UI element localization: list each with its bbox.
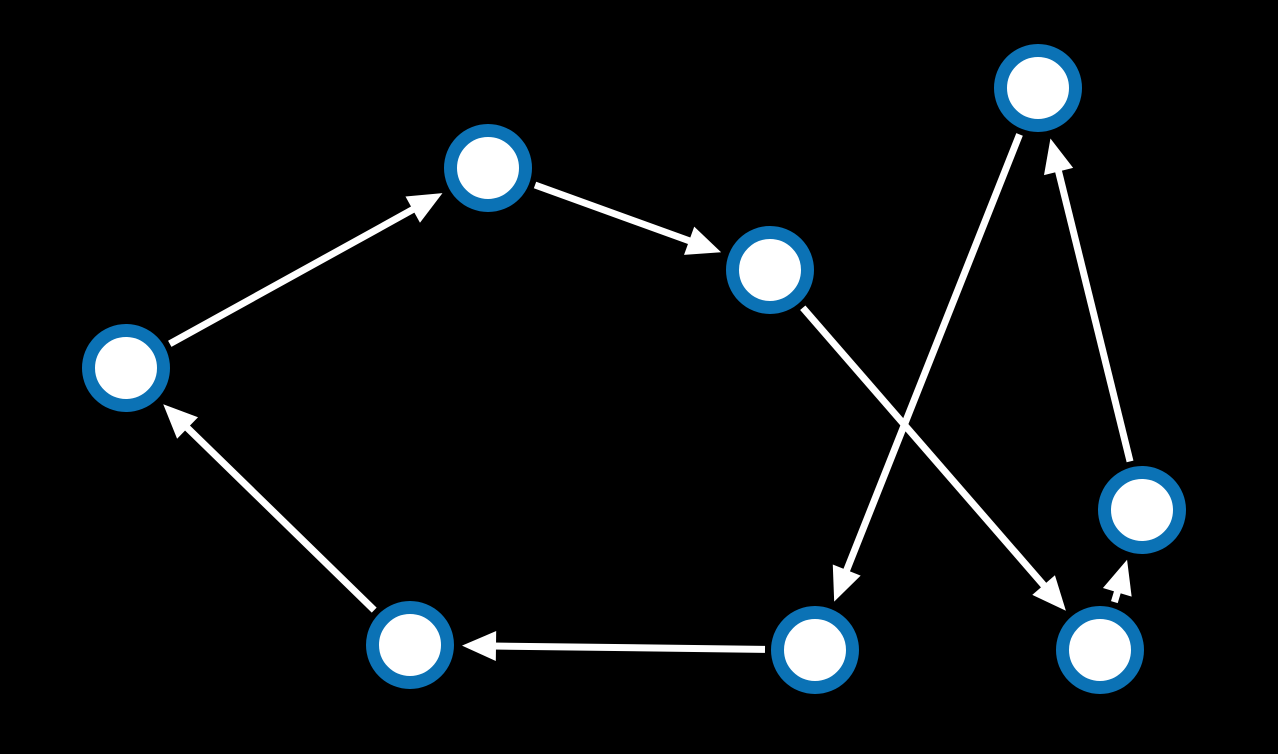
- edge-shaft: [491, 642, 766, 653]
- edge-mid-top-to-bottom-right[interactable]: [800, 305, 1066, 611]
- arrowhead-icon: [684, 226, 722, 255]
- node-circle: [771, 606, 859, 694]
- node-circle: [1098, 466, 1186, 554]
- arrowhead-icon: [1102, 559, 1132, 597]
- arrowhead-icon: [405, 193, 443, 223]
- node-circle: [994, 44, 1082, 132]
- node-circle: [444, 124, 532, 212]
- node-bottom-center[interactable]: [771, 606, 859, 694]
- node-left[interactable]: [82, 324, 170, 412]
- node-circle: [82, 324, 170, 412]
- arrowhead-icon: [462, 631, 497, 662]
- edge-shaft: [168, 204, 418, 347]
- edge-shaft: [800, 305, 1049, 591]
- edges-layer: [163, 133, 1134, 662]
- node-bottom-right[interactable]: [1056, 606, 1144, 694]
- edge-bottom-left-to-left[interactable]: [163, 404, 377, 613]
- nodes-layer: [82, 44, 1186, 694]
- node-top-left[interactable]: [444, 124, 532, 212]
- arrowhead-icon: [1044, 138, 1074, 176]
- arrowhead-icon: [832, 564, 861, 602]
- edge-top-left-to-mid-top[interactable]: [533, 181, 722, 255]
- edge-shaft: [841, 133, 1023, 576]
- node-top-right[interactable]: [994, 44, 1082, 132]
- edge-shaft: [182, 422, 377, 613]
- node-mid-top[interactable]: [726, 226, 814, 314]
- arrowhead-icon: [1032, 575, 1066, 611]
- edge-shaft: [533, 181, 695, 246]
- arrowhead-icon: [163, 404, 199, 439]
- node-circle: [366, 601, 454, 689]
- edge-right-mid-to-top-right[interactable]: [1044, 138, 1134, 463]
- node-circle: [726, 226, 814, 314]
- node-circle: [1056, 606, 1144, 694]
- edge-shaft: [1054, 166, 1134, 463]
- edge-left-to-top-left[interactable]: [168, 193, 443, 347]
- node-bottom-left[interactable]: [366, 601, 454, 689]
- edge-bottom-center-to-bottom-left[interactable]: [462, 631, 766, 662]
- edge-top-right-to-bottom-center[interactable]: [832, 133, 1023, 602]
- node-right-mid[interactable]: [1098, 466, 1186, 554]
- edge-bottom-right-to-right-mid[interactable]: [1102, 559, 1132, 604]
